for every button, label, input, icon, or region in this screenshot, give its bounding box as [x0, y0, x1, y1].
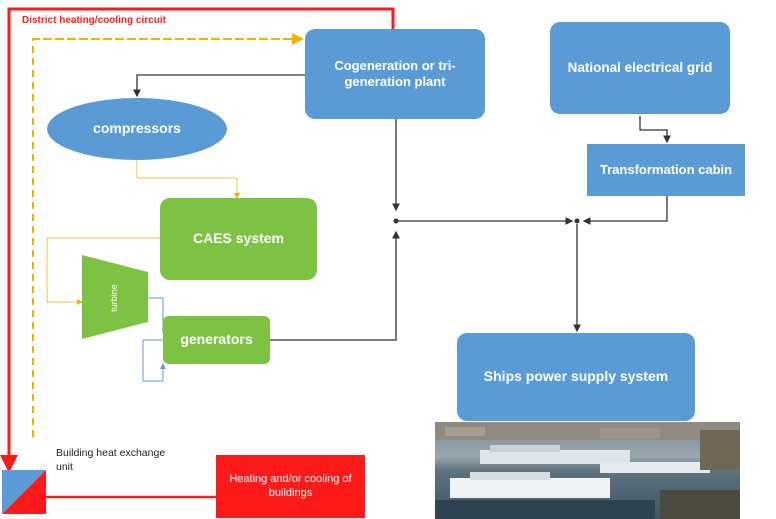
- turbine-shape: [82, 255, 148, 339]
- generators-to-bus-line: [270, 230, 400, 341]
- harbor-ships-photo: [435, 422, 740, 519]
- ships-power-supply-node: Ships power supply system: [457, 333, 695, 421]
- cogeneration-plant-node: Cogeneration or tri-generation plant: [305, 29, 485, 119]
- compressors-to-caes-line: [136, 160, 240, 199]
- caes-to-turbine-line: [46, 237, 160, 305]
- cogen-to-compressors-line: [133, 74, 305, 98]
- national-grid-node: National electrical grid: [550, 22, 730, 114]
- district-circuit-label: District heating/cooling circuit: [22, 15, 166, 26]
- grid-to-transformation-line: [639, 116, 671, 144]
- turbine-label: turbine: [109, 284, 120, 312]
- transformation-cabin-node: Transformation cabin: [587, 144, 745, 196]
- generators-node: generators: [163, 316, 270, 364]
- heating-cooling-buildings-node: Heating and/or cooling of buildings: [216, 455, 365, 518]
- transformation-to-bus-line: [582, 196, 668, 225]
- district-circuit-red-line: [0, 7, 395, 473]
- heat-exchange-unit-red: [2, 470, 46, 514]
- compressors-node: compressors: [47, 98, 227, 160]
- turbine-to-generators-line: [148, 297, 164, 333]
- caes-system-node: CAES system: [160, 198, 317, 280]
- building-heat-exchange-label: Building heat exchange unit: [56, 447, 166, 474]
